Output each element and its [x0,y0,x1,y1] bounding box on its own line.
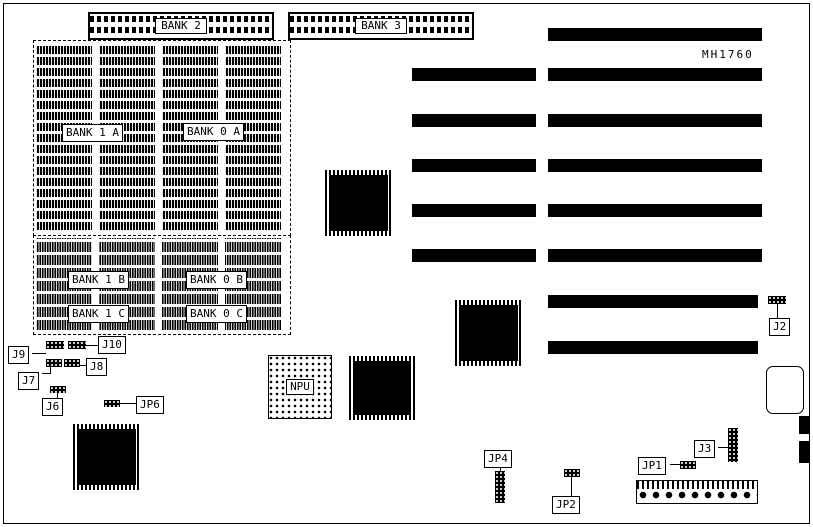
jp1-jumper [680,461,696,469]
isa-slot [548,28,762,41]
qfp-chip-4 [73,424,141,490]
leader-line [120,403,136,404]
leader-line [670,464,680,465]
leader-line [50,367,51,374]
j7-label: J7 [18,372,40,391]
qfp-chip-3 [349,356,415,420]
jp4-label: JP4 [484,450,512,469]
leader-line [42,373,50,374]
bank0c-label: BANK 0 C [186,305,247,324]
edge-connector [799,441,809,463]
isa-slot [548,68,762,81]
jp6-label: JP6 [136,396,164,415]
isa-slot [412,204,536,217]
bank3-label: BANK 3 [355,17,407,35]
board-outline [3,3,810,524]
jumper-block [68,341,86,349]
bank1b-label: BANK 1 B [68,271,129,290]
isa-slot [412,159,536,172]
j2-label: J2 [769,318,791,337]
j2-jumper [768,296,786,304]
leader-line [80,365,86,366]
jp4-header [495,471,505,503]
qfp-chip-2 [455,300,523,366]
leader-line [86,345,98,346]
component-outline [766,366,804,414]
isa-slot [548,295,758,308]
jumper-block [46,341,64,349]
isa-slot [548,114,762,127]
j6-label: J6 [42,398,64,417]
isa-slot [412,114,536,127]
npu-socket: NPU [268,355,332,419]
jp2-jumper [564,469,580,477]
leader-line [32,353,46,354]
isa-slot [412,68,536,81]
bank2-label: BANK 2 [155,17,207,35]
qfp-chip-1 [325,170,393,236]
power-connector [636,480,758,504]
bank1a-label: BANK 1 A [62,124,123,143]
j3-label: J3 [694,440,716,459]
isa-slot [548,249,762,262]
leader-line [57,393,58,398]
jp6-jumper [104,400,120,407]
isa-slot [548,341,758,354]
jp2-label: JP2 [552,496,580,515]
isa-slot [548,204,762,217]
bank1c-label: BANK 1 C [68,305,129,324]
leader-line [777,304,778,318]
dram-bank-bc-outline [33,235,291,335]
bank3-socket: BANK 3 [288,12,474,40]
isa-slot [412,249,536,262]
bank0a-label: BANK 0 A [183,123,244,142]
npu-label: NPU [286,378,314,396]
j3-header [728,428,738,462]
isa-slot [548,159,762,172]
bank2-socket: BANK 2 [88,12,274,40]
j9-label: J9 [8,346,30,365]
edge-connector [799,416,809,434]
part-number: MH1760 [702,48,754,61]
bank0b-label: BANK 0 B [186,271,247,290]
j6-jumper [50,386,66,393]
leader-line [718,447,728,448]
jumper-block [46,359,62,367]
leader-line [571,477,572,496]
j8-label: J8 [86,358,108,377]
jumper-block [64,359,80,367]
j10-label: J10 [98,336,126,355]
jp1-label: JP1 [638,457,666,476]
